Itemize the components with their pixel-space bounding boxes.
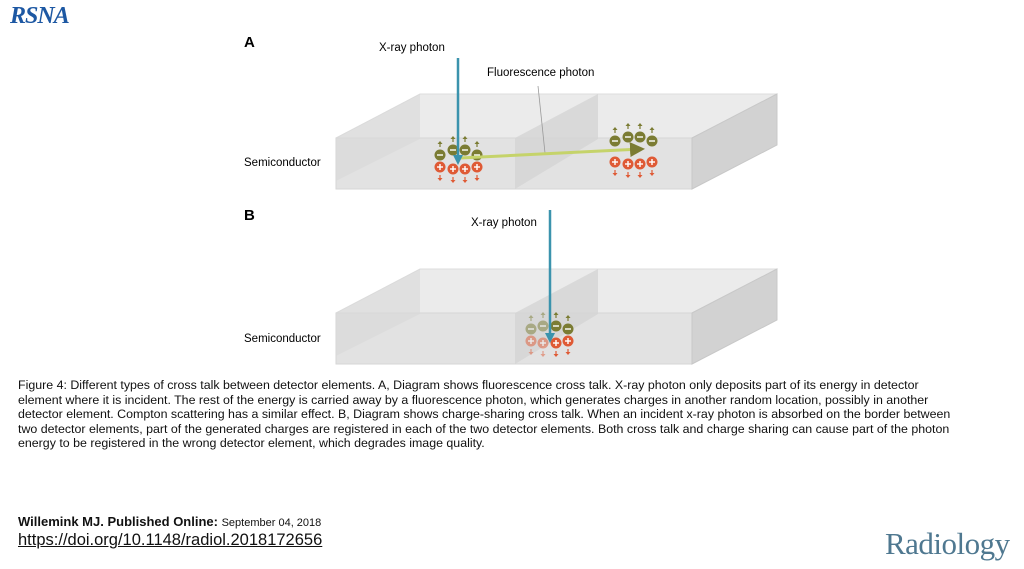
fluorescence-leader-line bbox=[537, 85, 546, 154]
negative-charge bbox=[459, 136, 471, 156]
semiconductor-label-b: Semiconductor bbox=[244, 333, 321, 345]
citation-author: Willemink MJ. Published Online: bbox=[18, 514, 218, 529]
fluorescence-photon-label: Fluorescence photon bbox=[487, 67, 594, 79]
caption-line: detector element. Compton scattering has… bbox=[18, 407, 951, 422]
negative-charge bbox=[609, 127, 621, 147]
block-side-face bbox=[691, 93, 778, 190]
positive-charge bbox=[525, 335, 537, 355]
positive-charge bbox=[459, 163, 471, 183]
positive-charge bbox=[646, 156, 658, 176]
panel-b-letter: B bbox=[244, 207, 255, 224]
figure-caption: Figure 4: Different types of cross talk … bbox=[18, 378, 1018, 451]
caption-line: energy to be registered in the wrong det… bbox=[18, 436, 485, 451]
fluorescence-photon-arrow bbox=[459, 142, 645, 160]
positive-charge bbox=[622, 158, 634, 178]
xray-photon-label-b: X-ray photon bbox=[471, 217, 537, 229]
positive-charge bbox=[634, 158, 646, 178]
negative-charge bbox=[537, 312, 549, 332]
semiconductor-label-a: Semiconductor bbox=[244, 157, 321, 169]
block-side-face bbox=[691, 268, 778, 365]
semiconductor-block-a bbox=[335, 93, 778, 190]
doi-link[interactable]: https://doi.org/10.1148/radiol.201817265… bbox=[18, 531, 323, 549]
caption-line: two detector elements, part of the gener… bbox=[18, 421, 950, 436]
negative-charge bbox=[562, 315, 574, 335]
negative-charge bbox=[622, 123, 634, 143]
xray-photon-label-a: X-ray photon bbox=[379, 42, 445, 54]
publish-date: September 04, 2018 bbox=[221, 517, 322, 529]
charges-a bbox=[434, 123, 658, 183]
block-inner-wall bbox=[336, 94, 420, 181]
negative-charge bbox=[550, 312, 562, 332]
negative-charge bbox=[525, 315, 537, 335]
rsna-logo: RSNA bbox=[10, 3, 70, 29]
caption-line: element where it is incident. The rest o… bbox=[18, 392, 929, 407]
positive-charge bbox=[471, 161, 483, 181]
negative-charge bbox=[447, 136, 459, 156]
positive-charge bbox=[447, 163, 459, 183]
negative-charge bbox=[434, 141, 446, 161]
cross-talk-diagram: A X-ray photon Fluorescence photon Semic… bbox=[244, 34, 778, 365]
positive-charge bbox=[609, 156, 621, 176]
caption-line: Figure 4: Different types of cross talk … bbox=[18, 378, 919, 392]
positive-charge bbox=[562, 335, 574, 355]
panel-a-letter: A bbox=[244, 34, 255, 51]
radiology-logo: Radiology bbox=[885, 526, 1010, 561]
negative-charge bbox=[634, 123, 646, 143]
positive-charge bbox=[434, 161, 446, 181]
negative-charge bbox=[646, 127, 658, 147]
detector-divider bbox=[515, 94, 598, 189]
citation: Willemink MJ. Published Online: Septembe… bbox=[18, 514, 321, 529]
block-inner-wall bbox=[336, 269, 420, 356]
